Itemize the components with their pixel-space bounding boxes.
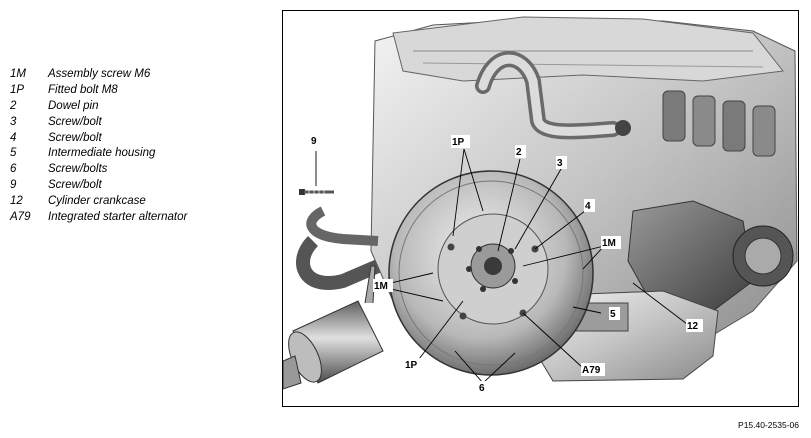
legend-code: 3 [10,115,17,128]
legend-item: 1P Fitted bolt M8 [10,82,270,98]
starter-alternator-disc [388,170,594,376]
legend-code: A79 [10,210,31,223]
legend-code: 4 [10,131,17,144]
legend-code: 6 [10,163,17,176]
callout-9: 9 [310,134,322,147]
legend-label: Screw/bolt [48,179,102,192]
callout-1m-right: 1M [601,236,621,249]
figure-reference-code: P15.40-2535-06 [738,420,799,430]
legend-item: 9 Screw/bolt [10,177,270,193]
callout-label: 1P [452,137,465,148]
callout-label: 2 [516,147,522,158]
legend-code: 9 [10,179,17,192]
engine-illustration-frame: 9 1P 2 3 4 1M 1M 5 [282,10,799,407]
callout-label: 1M [602,238,616,249]
callout-5: 5 [609,307,620,320]
legend-label: Screw/bolt [48,115,102,128]
callout-label: 6 [479,383,485,394]
legend-label: Assembly screw M6 [48,67,151,80]
callout-label: A79 [582,365,601,376]
manifold-details [662,90,776,157]
callout-1p-top: 1P [451,135,470,148]
callout-3: 3 [556,156,567,169]
legend-item: 12 Cylinder crankcase [10,193,270,209]
legend: 1M Assembly screw M6 1P Fitted bolt M8 2… [10,66,270,225]
callout-label: 1P [405,360,418,371]
callout-1m-left: 1M [373,279,393,292]
right-bracket [627,200,754,312]
left-hoses [296,236,381,290]
callout-label: 4 [585,201,591,212]
legend-item: 5 Intermediate housing [10,145,270,161]
callout-12: 12 [686,319,703,332]
legend-item: 3 Screw/bolt [10,114,270,130]
legend-label: Screw/bolts [48,163,108,176]
legend-code: 1M [10,67,26,80]
legend-item: 2 Dowel pin [10,98,270,114]
legend-code: 5 [10,147,17,160]
callout-label: 9 [311,136,317,147]
legend-item: 4 Screw/bolt [10,130,270,146]
legend-item: 1M Assembly screw M6 [10,66,270,82]
legend-label: Dowel pin [48,99,99,112]
legend-code: 12 [10,195,23,208]
callout-label: 1M [374,281,388,292]
callout-label: 12 [687,321,699,332]
callout-4: 4 [584,199,595,212]
separate-screw [299,189,334,195]
callout-a79: A79 [581,363,605,376]
callout-label: 3 [557,158,563,169]
callout-2: 2 [515,145,526,158]
callout-1p-bottom: 1P [404,358,423,371]
legend-item: A79 Integrated starter alternator [10,209,270,225]
legend-label: Fitted bolt M8 [48,83,118,96]
legend-item: 6 Screw/bolts [10,161,270,177]
engine-illustration: 9 1P 2 3 4 1M 1M 5 [283,16,798,394]
legend-label: Integrated starter alternator [48,210,188,223]
legend-code: 1P [10,83,25,96]
legend-label: Cylinder crankcase [48,195,146,208]
callout-6: 6 [478,381,489,394]
cylinder-head [392,16,784,82]
catalytic-converter [283,265,384,390]
legend-code: 2 [10,99,17,112]
legend-label: Intermediate housing [48,147,156,160]
callout-label: 5 [610,309,616,320]
legend-label: Screw/bolt [48,131,102,144]
